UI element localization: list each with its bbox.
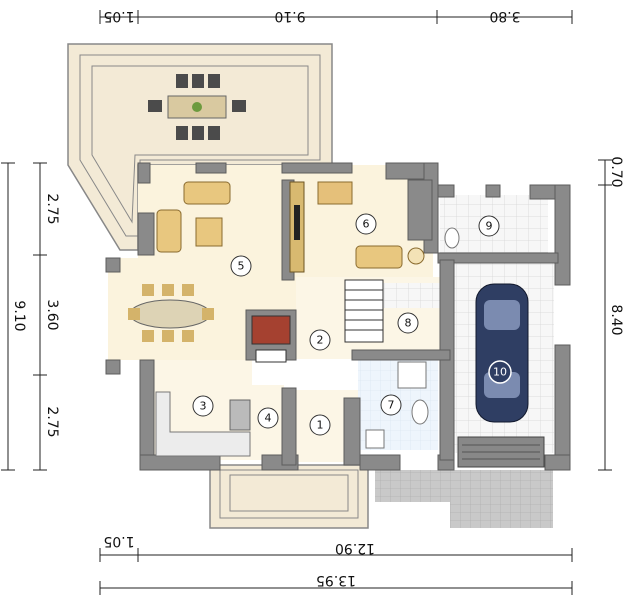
dim-right-total: 8.40 (608, 304, 624, 335)
svg-text:8: 8 (405, 317, 412, 330)
room-4-label: 4 (257, 407, 279, 429)
dim-bottom-2: 12.90 (335, 540, 375, 556)
dim-top-2: 9.10 (274, 8, 305, 24)
room-labels: 1 2 3 4 5 6 7 8 9 10 (192, 213, 512, 436)
room-7-label: 7 (380, 394, 402, 416)
garage-apron (450, 470, 553, 528)
stairs (344, 279, 384, 343)
dim-top-3: 3.80 (489, 8, 520, 24)
svg-text:1: 1 (317, 419, 324, 432)
dim-top-1: 1.05 (103, 8, 134, 24)
room-9-label: 9 (478, 215, 500, 237)
room-10-label: 10 (488, 360, 512, 384)
dimension-lines (1, 10, 612, 595)
dim-right-small: 0.70 (608, 156, 624, 187)
dim-left-2: 3.60 (44, 299, 60, 330)
svg-text:10: 10 (493, 366, 507, 379)
outdoor-dining-set (148, 74, 246, 140)
room-8-label: 8 (397, 312, 419, 334)
room-1-label: 1 (309, 414, 331, 436)
dim-bottom-1: 1.05 (103, 533, 134, 549)
furniture (128, 181, 529, 457)
svg-text:4: 4 (265, 412, 272, 425)
walls (105, 162, 571, 471)
svg-text:3: 3 (200, 400, 207, 413)
room-3-label: 3 (192, 395, 214, 417)
dim-left-total: 9.10 (11, 300, 27, 331)
svg-text:9: 9 (486, 220, 493, 233)
svg-text:6: 6 (363, 218, 370, 231)
svg-text:2: 2 (317, 334, 324, 347)
room-2-label: 2 (309, 329, 331, 351)
room-6-label: 6 (355, 213, 377, 235)
svg-text:5: 5 (238, 260, 245, 273)
dimension-labels: 1.05 9.10 3.80 1.05 12.90 13.95 2.75 3.6… (11, 8, 624, 588)
room-5-label: 5 (230, 255, 252, 277)
svg-text:7: 7 (388, 399, 395, 412)
dim-left-1: 2.75 (44, 193, 60, 224)
entry-terrace (209, 464, 369, 529)
dim-bottom-total: 13.95 (316, 572, 356, 588)
car (475, 283, 529, 423)
dim-left-3: 2.75 (44, 406, 60, 437)
